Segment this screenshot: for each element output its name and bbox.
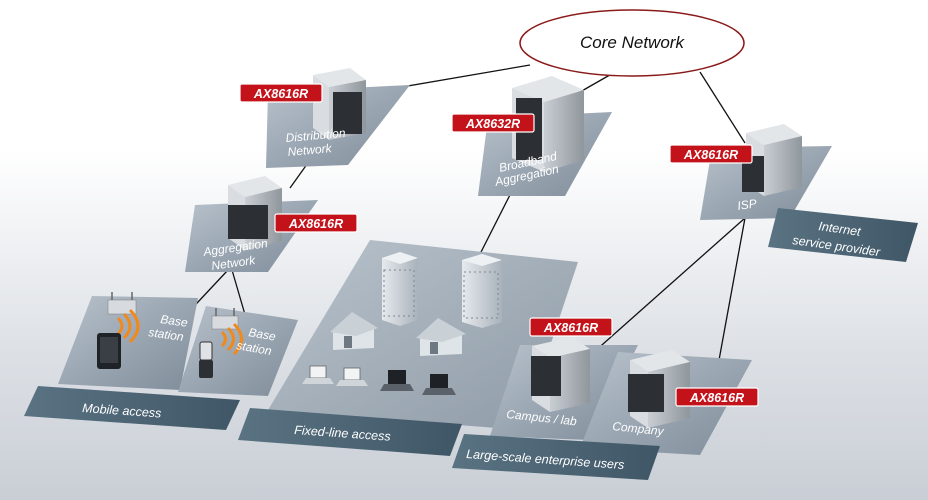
isp-provider-label-1: Internet: [818, 219, 862, 239]
band-isp-provider: Internet service provider: [768, 208, 918, 262]
signal-icon: [220, 322, 243, 356]
house-icon: [416, 318, 466, 356]
isp-label: ISP: [736, 196, 757, 213]
band-fixed: Fixed-line access: [238, 408, 462, 456]
model-tag-company: AX8616R: [675, 387, 759, 407]
signal-icon: [116, 308, 140, 344]
base-station-2-label-2: station: [235, 338, 273, 358]
base-station-2-label-1: Base: [247, 325, 277, 344]
model-tag-isp-text: AX8616R: [683, 148, 738, 162]
laptop-icon: [336, 367, 368, 386]
smartphone-icon: [97, 333, 121, 369]
tower-icon: [107, 292, 137, 315]
model-tag-aggregation-text: AX8616R: [288, 217, 343, 231]
model-tag-distribution-text: AX8616R: [253, 87, 308, 101]
server-campus: [531, 337, 590, 412]
core-network: Core Network: [519, 9, 745, 77]
link-isp-campus: [584, 217, 746, 361]
tower-icon: [211, 308, 239, 330]
model-tag-distribution: AX8616R: [239, 83, 323, 103]
server-distribution: [313, 68, 366, 140]
aggregation-label-2: Network: [210, 253, 257, 273]
server-isp: [742, 124, 802, 196]
model-tag-campus-text: AX8616R: [543, 321, 598, 335]
distribution-label-1: Distribution: [285, 126, 346, 145]
link-isp-core: [699, 71, 746, 144]
flip-phone-icon: [199, 341, 213, 378]
link-aggregation-bs2: [231, 269, 247, 319]
connection-lines: [182, 64, 746, 383]
core-network-label: Core Network: [580, 33, 685, 52]
server-company: [628, 350, 690, 428]
company-label: Company: [612, 419, 666, 438]
platform-company: Company: [580, 350, 752, 455]
laptop-icon: [302, 365, 334, 384]
model-tag-company-text: AX8616R: [689, 391, 744, 405]
model-tag-aggregation: AX8616R: [274, 213, 358, 233]
laptop-icon: [380, 370, 414, 391]
model-tag-isp: AX8616R: [669, 144, 753, 164]
fixed-line-access-label: Fixed-line access: [294, 423, 391, 444]
band-enterprise: Large-scale enterprise users: [452, 434, 660, 480]
office-building-icon: [462, 254, 502, 328]
mobile-access-label: Mobile access: [82, 401, 162, 420]
base-station-1-label-2: station: [148, 325, 185, 344]
platform-base-station-2: Base station: [178, 306, 298, 396]
base-station-1-label-1: Base: [160, 312, 189, 330]
server-aggregation: [228, 176, 282, 250]
platform-isp: ISP: [700, 124, 832, 220]
platform-campus: Campus / lab: [490, 337, 638, 440]
model-tag-campus: AX8616R: [529, 317, 613, 337]
band-mobile: Mobile access: [24, 386, 240, 430]
link-broadband-fixed: [477, 184, 516, 259]
laptop-icon: [422, 374, 456, 395]
platform-broadband: Broadband Aggregation: [478, 76, 612, 196]
platform-fixed-line: [268, 240, 578, 430]
platform-base-station-1: Base station: [58, 292, 198, 390]
model-tag-broadband: AX8632R: [451, 113, 535, 133]
link-isp-company: [714, 217, 746, 383]
distribution-label-2: Network: [287, 141, 333, 159]
platform-distribution: Distribution Network: [266, 68, 410, 168]
office-building-icon: [382, 252, 418, 326]
house-icon: [330, 312, 378, 350]
model-tag-broadband-text: AX8632R: [465, 117, 520, 131]
